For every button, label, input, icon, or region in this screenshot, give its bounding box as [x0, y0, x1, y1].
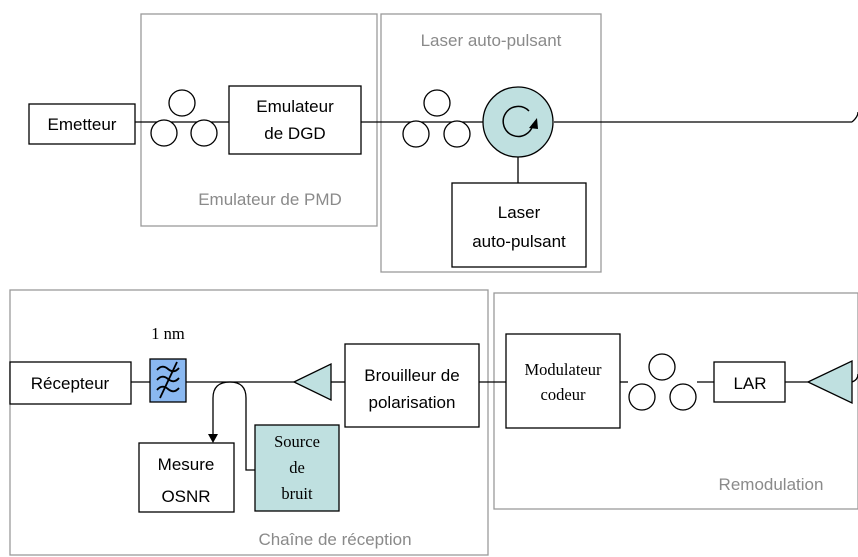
fiber-line-end — [851, 111, 858, 123]
laser-frame — [380, 13, 602, 273]
fiber-line-end — [851, 373, 858, 383]
arrow-down-icon — [208, 434, 218, 443]
reception-group-title: Chaîne de réception — [258, 530, 411, 549]
mesure-label-line2: OSNR — [161, 487, 210, 506]
emetteur-label: Emetteur — [48, 115, 117, 134]
pmd-emulator-title: Emulateur de PMD — [198, 190, 342, 209]
polarization-controller-icon — [402, 89, 471, 148]
brouilleur-label-line1: Brouilleur de — [364, 366, 459, 385]
reception-frame — [9, 289, 489, 556]
modulateur-label-line2: codeur — [541, 385, 586, 404]
laser-group-title: Laser auto-pulsant — [421, 31, 562, 50]
polarization-controller-icon — [150, 89, 218, 147]
emetteur-block — [28, 103, 136, 145]
pmd-emulator-frame — [140, 13, 378, 227]
source-label-line1: Source — [274, 432, 320, 451]
dgd-emulator-block — [228, 85, 362, 155]
coupler-loop — [212, 381, 255, 471]
noise-source-block — [254, 424, 340, 512]
laser-block — [451, 182, 587, 268]
filter-bandwidth-label: 1 nm — [151, 324, 185, 343]
recepteur-label: Récepteur — [31, 374, 110, 393]
amplifier-icon — [292, 362, 332, 402]
dgd-emulator-label-line2: de DGD — [264, 124, 325, 143]
modulateur-label-line1: Modulateur — [525, 360, 602, 379]
brouilleur-block — [344, 343, 480, 428]
polarization-controller-icon — [628, 353, 697, 411]
dgd-emulator-label-line1: Emulateur — [256, 97, 334, 116]
laser-label-line1: Laser — [498, 203, 541, 222]
mesure-osnr-block — [138, 442, 235, 513]
optical-filter-icon — [149, 358, 187, 403]
brouilleur-label-line2: polarisation — [369, 393, 456, 412]
remodulation-frame — [493, 292, 858, 510]
amplifier-icon — [806, 359, 853, 405]
mesure-label-line1: Mesure — [158, 455, 215, 474]
laser-label-line2: auto-pulsant — [472, 232, 566, 251]
lar-label: LAR — [733, 374, 766, 393]
source-label-line2: de — [289, 458, 305, 477]
recepteur-block — [9, 361, 132, 405]
modulateur-block — [505, 333, 621, 429]
circulator-icon — [482, 86, 554, 158]
lar-block — [713, 361, 786, 403]
remodulation-group-title: Remodulation — [719, 475, 824, 494]
source-label-line3: bruit — [281, 484, 313, 503]
